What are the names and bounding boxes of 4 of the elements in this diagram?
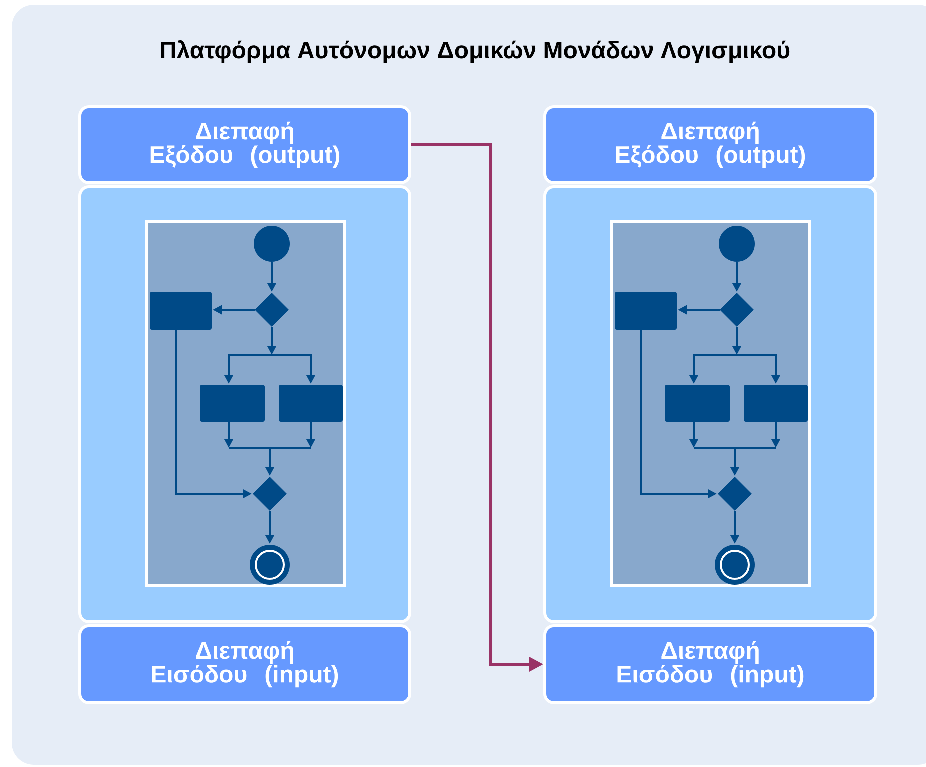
interface-box: Διεπαφή Εισόδου (input): [544, 624, 878, 704]
interface-box: Διεπαφή Εισόδου (input): [78, 624, 412, 704]
interface-box: Διεπαφή Εξόδου (output): [544, 106, 878, 184]
interface-box: Διεπαφή Εξόδου (output): [78, 106, 412, 184]
